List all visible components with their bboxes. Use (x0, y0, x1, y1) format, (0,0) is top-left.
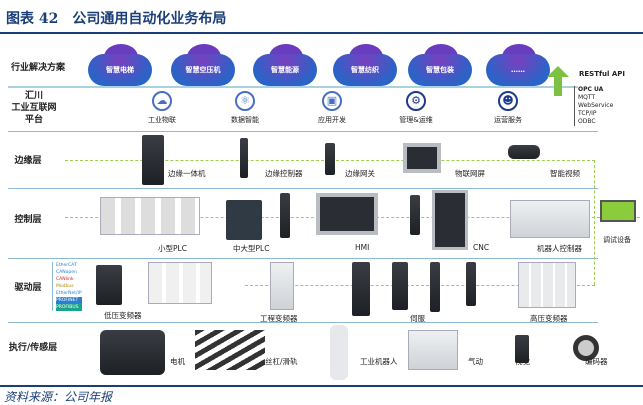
high-voltage-inverter-image (518, 262, 576, 308)
protocol-profinet: PROFINET (56, 297, 82, 304)
layer-platform: 汇川 工业互联网 平台 (11, 91, 57, 125)
servo-image (466, 262, 476, 306)
actuate-label: 工业机器人 (360, 357, 398, 366)
encoder-image (573, 335, 599, 361)
layer-solutions: 行业解决方案 (10, 63, 65, 73)
actuate-label: 丝杠/滑轨 (265, 357, 298, 366)
layer-edge: 边缘层 (14, 156, 42, 166)
source-note: 资料来源：公司年报 (4, 390, 113, 404)
cloud-solution: 智慧能源 (253, 44, 317, 86)
layer-drive: 驱动层 (14, 283, 42, 293)
protocol-ethercat: EtherCAT (56, 263, 77, 268)
divider (8, 86, 578, 88)
edge-controller-image (240, 138, 248, 178)
figure-title: 图表 42 公司通用自动化业务布局 (6, 11, 227, 27)
layer-actuate: 执行/传感层 (8, 343, 58, 353)
title-divider (0, 32, 643, 34)
iot-screen-image (403, 143, 441, 173)
actuate-label: 视觉 (515, 357, 530, 366)
cloud-solution: 智慧包装 (408, 44, 472, 86)
robot-controller-image (510, 200, 590, 238)
protocol-modbus: Modbus (56, 284, 74, 289)
control-label: CNC (473, 243, 490, 252)
atom-icon: ⚛ (235, 91, 255, 111)
cloud-solution: 智慧电梯 (88, 44, 152, 86)
user-shield-icon: ☻ (498, 91, 518, 111)
edge-label: 边缘控制器 (265, 169, 303, 178)
divider (8, 188, 598, 189)
engineering-inverter-image (270, 262, 294, 310)
edge-gateway-image (325, 143, 335, 175)
api-item: OPC UA (578, 86, 604, 93)
control-label: 机器人控制器 (537, 244, 582, 253)
cloud-solution: 智慧空压机 (171, 44, 235, 86)
divider (8, 322, 598, 323)
servo-image (352, 262, 370, 316)
vertical-bus-line (594, 160, 595, 285)
cnc-module-image (410, 195, 420, 235)
api-item: WebService (578, 102, 614, 109)
protocol-ethernetip: EtherNet/IP (56, 291, 82, 296)
hmi-image (316, 193, 378, 235)
edge-label: 边缘网关 (345, 169, 375, 178)
api-item: ODBC (578, 118, 596, 125)
divider (8, 258, 598, 259)
industrial-robot-image (330, 325, 348, 380)
drive-label: 高压变频器 (530, 314, 568, 323)
platform-item: ⚛数据智能 (215, 91, 275, 125)
control-label: 调试设备 (603, 236, 631, 244)
pneumatic-image (408, 330, 458, 370)
ball-screw-image (195, 330, 265, 370)
edge-label: 边缘一体机 (168, 169, 206, 178)
motor-image (100, 330, 165, 375)
control-label: 中大型PLC (233, 244, 270, 253)
gear-wrench-icon: ⚙ (406, 91, 426, 111)
platform-item: ☻运营服务 (478, 91, 538, 125)
platform-item: ☁工业物联 (132, 91, 192, 125)
up-arrow-icon (547, 66, 569, 96)
laptop-icon (600, 200, 636, 222)
cloud-solution: …… (486, 44, 550, 86)
api-item: TCP/IP (578, 110, 597, 117)
platform-item: ▣应用开发 (302, 91, 362, 125)
protocol-canopen: CANopen (56, 270, 77, 275)
api-item: MQTT (578, 94, 596, 101)
small-plc-image (100, 197, 200, 235)
cnc-panel-image (432, 190, 468, 250)
edge-label: 智能视频 (550, 169, 580, 178)
actuate-label: 气动 (468, 357, 483, 366)
inverter-modules-image (148, 262, 212, 304)
drive-label: 伺服 (410, 314, 425, 323)
cloud-solution: 智慧纺织 (333, 44, 397, 86)
actuate-label: 编码器 (585, 357, 608, 366)
low-voltage-inverter-image (96, 265, 122, 305)
divider (8, 131, 598, 132)
cloud-tree-icon: ☁ (152, 91, 172, 111)
edge-label: 物联网屏 (455, 169, 485, 178)
bottom-divider (0, 385, 643, 387)
large-plc-image (226, 200, 262, 240)
edge-all-in-one-image (142, 135, 164, 185)
drive-label: 工程变频器 (260, 314, 298, 323)
smart-camera-image (508, 145, 540, 159)
servo-image (430, 262, 440, 312)
protocol-profibus: PROFIBUS (56, 304, 82, 311)
control-label: HMI (355, 243, 370, 252)
cube-gear-icon: ▣ (322, 91, 342, 111)
drive-label: 低压变频器 (104, 311, 142, 320)
vision-camera-image (515, 335, 529, 363)
protocol-canlink: CANlink (56, 277, 74, 282)
control-label: 小型PLC (158, 244, 187, 253)
plc-module-image (280, 193, 290, 238)
layer-control: 控制层 (14, 215, 42, 225)
servo-image (392, 262, 408, 310)
drive-bus-line (245, 285, 595, 286)
api-title: RESTful API (579, 70, 626, 78)
actuate-label: 电机 (170, 357, 185, 366)
platform-item: ⚙管理&运维 (386, 91, 446, 125)
